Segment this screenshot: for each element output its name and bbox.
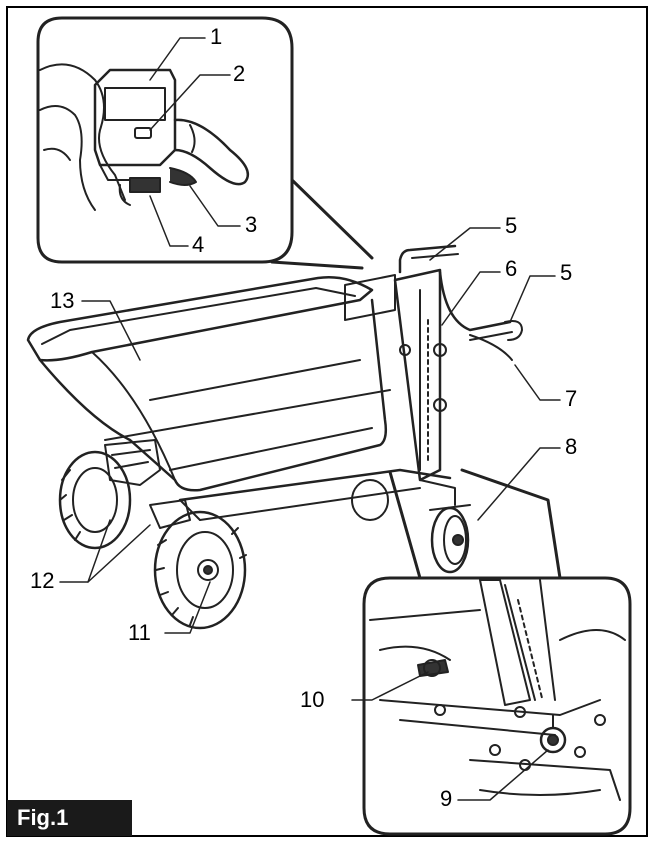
callout-8: 8 [565,434,578,459]
callout-12: 12 [30,568,55,593]
callout-6: 6 [505,256,518,281]
inset-handle-detail [36,16,374,270]
callout-11: 11 [128,620,151,645]
callout-5-right: 5 [560,260,573,285]
callout-5-left: 5 [505,213,518,238]
callout-2: 2 [233,61,246,86]
callout-9: 9 [440,786,453,811]
callout-13: 13 [50,288,75,313]
figure-label: Fig.1 [7,800,132,836]
wheelbarrow-body [26,227,561,634]
callout-10: 10 [300,687,325,712]
callout-3: 3 [245,212,258,237]
callout-1: 1 [210,24,223,49]
callout-4: 4 [192,232,205,257]
inset-caster-detail [351,468,632,836]
callout-7: 7 [565,386,578,411]
figure-frame [6,6,648,837]
